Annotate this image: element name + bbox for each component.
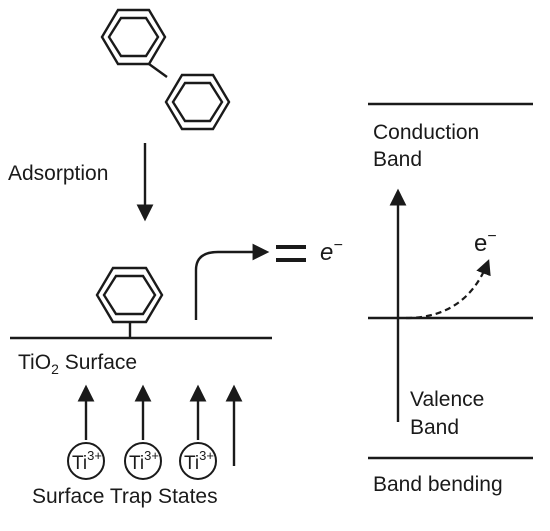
electron-release-arrow <box>194 243 270 320</box>
electron-symbol-middle: e− <box>320 237 343 266</box>
svg-text:Ti3+: Ti3+ <box>72 448 102 474</box>
band-bending-label: Band bending <box>373 473 503 496</box>
adsorption-label: Adsorption <box>8 162 108 185</box>
svg-text:Ti3+: Ti3+ <box>184 448 214 474</box>
biphenyl-bridge-bond <box>148 63 168 78</box>
tio2-surface-label: TiO2 Surface <box>18 351 137 377</box>
svg-text:Ti3+: Ti3+ <box>129 448 159 474</box>
biphenyl-ring-upper-inner <box>107 16 160 58</box>
ti3-site-1: Ti3+ <box>67 442 105 480</box>
benzene-molecule <box>95 266 164 338</box>
trap-state-arrows <box>77 384 243 466</box>
electron-symbol-band: e− <box>474 228 497 257</box>
benzene-ring-inner <box>102 274 157 316</box>
valence-band-label: Valence Band <box>410 388 490 439</box>
surface-trap-states-label: Surface Trap States <box>32 485 218 508</box>
conduction-band-label: Conduction Band <box>373 121 485 171</box>
biphenyl-molecule <box>100 8 231 131</box>
ti3-site-2: Ti3+ <box>124 442 162 480</box>
electron-transfer-arrow <box>405 259 491 320</box>
biphenyl-ring-lower <box>164 73 231 131</box>
equals-symbol <box>276 245 306 262</box>
biphenyl-ring-lower-inner <box>171 81 224 123</box>
benzene-ring <box>95 266 164 324</box>
ti3-site-3: Ti3+ <box>179 442 217 480</box>
